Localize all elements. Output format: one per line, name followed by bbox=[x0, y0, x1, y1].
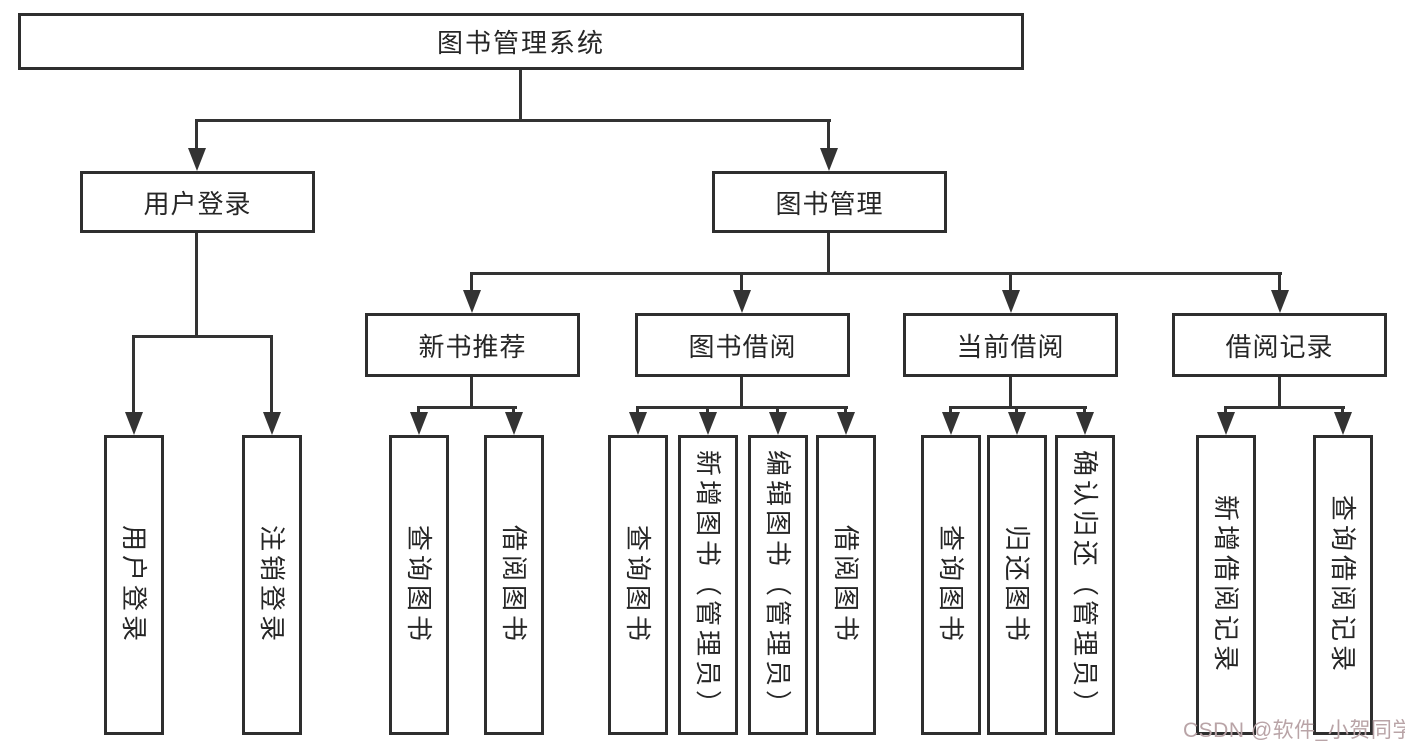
leaf-label: 归还图书 bbox=[1002, 524, 1032, 645]
arrow-down-icon bbox=[1002, 290, 1020, 313]
arrow-down-icon bbox=[820, 148, 838, 171]
connector-level2-rail bbox=[195, 119, 831, 122]
leaf-label: 新增图书（管理员） bbox=[693, 449, 723, 720]
connector-userlogin-rail bbox=[132, 335, 273, 338]
connector-leaf-drop bbox=[776, 406, 779, 415]
connector-leaf-drop bbox=[949, 406, 952, 415]
node-borrow-records: 借阅记录 bbox=[1172, 313, 1387, 377]
node-label: 图书管理系统 bbox=[436, 28, 605, 58]
leaf-query-book: 查询图书 bbox=[389, 435, 449, 735]
connector-newbookrec-rail bbox=[417, 406, 517, 409]
csdn-watermark: CSDN @软件_小贺同学 bbox=[1183, 719, 1405, 742]
node-label: 新书推荐 bbox=[418, 331, 527, 362]
node-current-borrow: 当前借阅 bbox=[903, 313, 1118, 377]
leaf-label: 借阅图书 bbox=[499, 524, 529, 645]
leaf-label: 查询图书 bbox=[404, 524, 434, 645]
leaf-logout: 注销登录 bbox=[242, 435, 302, 735]
connector-borrowrecords-rail bbox=[1224, 406, 1345, 409]
arrow-down-icon bbox=[1334, 412, 1352, 435]
arrow-down-icon bbox=[125, 412, 143, 435]
node-user-login: 用户登录 bbox=[80, 171, 315, 233]
connector-currentborrow-drop bbox=[1009, 272, 1012, 294]
leaf-query-book: 查询图书 bbox=[921, 435, 981, 735]
connector-leaf-drop bbox=[1341, 406, 1344, 415]
connector-borrowrecords-drop bbox=[1278, 272, 1281, 294]
connector-bookmgmt-stem bbox=[827, 231, 830, 275]
leaf-borrow-book: 借阅图书 bbox=[484, 435, 544, 735]
arrow-down-icon bbox=[1217, 412, 1235, 435]
connector-currentborrow-rail bbox=[949, 406, 1087, 409]
arrow-down-icon bbox=[505, 412, 523, 435]
arrow-down-icon bbox=[1271, 290, 1289, 313]
connector-leaf-drop bbox=[636, 406, 639, 415]
node-label: 借阅记录 bbox=[1225, 331, 1334, 362]
leaf-user-login: 用户登录 bbox=[104, 435, 164, 735]
leaf-label: 查询图书 bbox=[936, 524, 966, 645]
leaf-label: 确认归还（管理员） bbox=[1070, 449, 1100, 720]
connector-leaf-drop bbox=[512, 406, 515, 415]
connector-bookborrow-drop bbox=[740, 272, 743, 294]
leaf-label: 借阅图书 bbox=[831, 524, 861, 645]
node-label: 用户登录 bbox=[143, 188, 252, 219]
arrow-down-icon bbox=[1008, 412, 1026, 435]
connector-newbookrec-drop bbox=[470, 272, 473, 294]
arrow-down-icon bbox=[188, 148, 206, 171]
leaf-query-book: 查询图书 bbox=[608, 435, 668, 735]
connector-currentborrow-stem bbox=[1009, 375, 1012, 409]
arrow-down-icon bbox=[1076, 412, 1094, 435]
connector-root-stem bbox=[519, 68, 522, 122]
arrow-down-icon bbox=[629, 412, 647, 435]
connector-leaf-drop bbox=[844, 406, 847, 415]
arrow-down-icon bbox=[263, 412, 281, 435]
connector-bookborrow-stem bbox=[740, 375, 743, 409]
connector-userlogin-drop bbox=[195, 119, 198, 152]
leaf-add-book-admin: 新增图书（管理员） bbox=[678, 435, 738, 735]
connector-level3-rail bbox=[470, 272, 1282, 275]
connector-bookmgmt-drop bbox=[827, 119, 830, 152]
connector-leaf-userlogin-drop bbox=[132, 335, 135, 415]
arrow-down-icon bbox=[942, 412, 960, 435]
leaf-add-borrow-record: 新增借阅记录 bbox=[1196, 435, 1256, 735]
leaf-label: 注销登录 bbox=[257, 524, 287, 645]
connector-leaf-logout-drop bbox=[270, 335, 273, 415]
connector-leaf-drop bbox=[417, 406, 420, 415]
leaf-label: 查询图书 bbox=[623, 524, 653, 645]
leaf-borrow-book: 借阅图书 bbox=[816, 435, 876, 735]
leaf-label: 用户登录 bbox=[119, 524, 149, 645]
node-new-book-recommend: 新书推荐 bbox=[365, 313, 580, 377]
node-label: 当前借阅 bbox=[956, 331, 1065, 362]
arrow-down-icon bbox=[769, 412, 787, 435]
node-label: 图书借阅 bbox=[688, 331, 797, 362]
arrow-down-icon bbox=[733, 290, 751, 313]
node-label: 图书管理 bbox=[775, 188, 884, 219]
connector-newbookrec-stem bbox=[470, 375, 473, 409]
leaf-label: 编辑图书（管理员） bbox=[763, 449, 793, 720]
leaf-confirm-return-admin: 确认归还（管理员） bbox=[1055, 435, 1115, 735]
connector-userlogin-stem bbox=[195, 231, 198, 338]
node-book-borrow: 图书借阅 bbox=[635, 313, 850, 377]
leaf-edit-book-admin: 编辑图书（管理员） bbox=[748, 435, 808, 735]
connector-borrowrecords-stem bbox=[1278, 375, 1281, 409]
arrow-down-icon bbox=[837, 412, 855, 435]
arrow-down-icon bbox=[463, 290, 481, 313]
arrow-down-icon bbox=[699, 412, 717, 435]
leaf-label: 查询借阅记录 bbox=[1328, 494, 1358, 675]
arrow-down-icon bbox=[410, 412, 428, 435]
connector-bookborrow-rail bbox=[636, 406, 848, 409]
leaf-label: 新增借阅记录 bbox=[1211, 494, 1241, 675]
connector-leaf-drop bbox=[1083, 406, 1086, 415]
connector-leaf-drop bbox=[1224, 406, 1227, 415]
connector-leaf-drop bbox=[706, 406, 709, 415]
node-book-management: 图书管理 bbox=[712, 171, 947, 233]
leaf-return-book: 归还图书 bbox=[987, 435, 1047, 735]
connector-leaf-drop bbox=[1015, 406, 1018, 415]
node-library-system: 图书管理系统 bbox=[18, 13, 1024, 70]
leaf-query-borrow-record: 查询借阅记录 bbox=[1313, 435, 1373, 735]
